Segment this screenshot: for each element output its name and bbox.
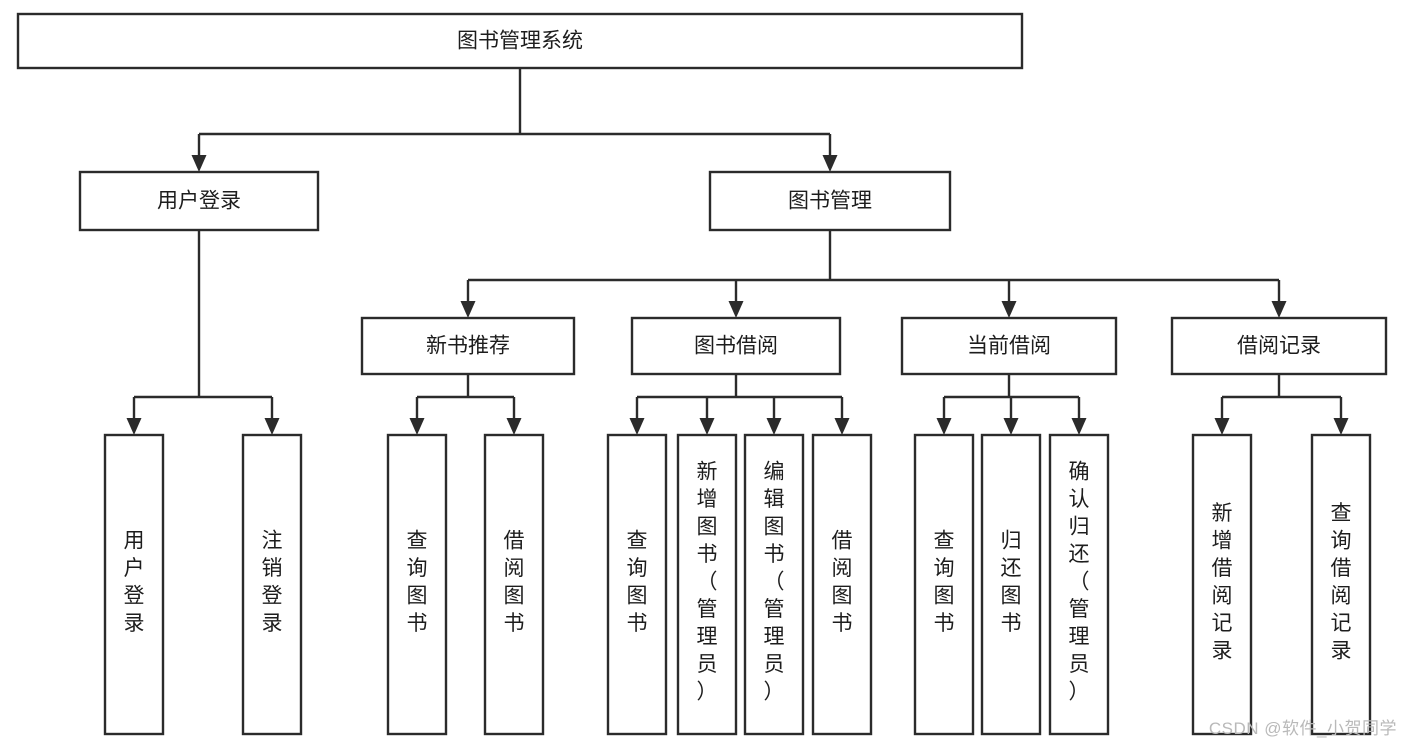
node-label: 新增图书（管理员） xyxy=(697,461,718,704)
node-label: 编辑图书（管理员） xyxy=(764,461,785,704)
node-leaf-current-return[interactable]: 归还图书 xyxy=(980,433,1042,736)
arrow-head-icon xyxy=(191,155,207,172)
node-leaf-borrow-query[interactable]: 查询图书 xyxy=(606,433,668,736)
arrow-head-icon xyxy=(460,301,476,318)
node-leaf-newbook-borrow[interactable]: 借阅图书 xyxy=(483,433,545,736)
node-label: 注销登录 xyxy=(262,529,283,635)
node-box xyxy=(241,433,303,736)
node-box xyxy=(900,316,1118,376)
arrow-head-icon xyxy=(126,418,142,435)
node-leaf-user-login[interactable]: 用户登录 xyxy=(103,433,165,736)
arrow-head-icon xyxy=(409,418,425,435)
node-label: 用户登录 xyxy=(157,190,241,213)
node-box xyxy=(676,433,738,736)
node-leaf-records-add[interactable]: 新增借阅记录 xyxy=(1191,433,1253,736)
node-leaf-newbook-query[interactable]: 查询图书 xyxy=(386,433,448,736)
node-label: 查询借阅记录 xyxy=(1331,502,1352,663)
node-box xyxy=(811,433,873,736)
node-label: 借阅记录 xyxy=(1237,335,1321,358)
node-bookmgmt[interactable]: 图书管理 xyxy=(708,170,952,232)
node-borrow[interactable]: 图书借阅 xyxy=(630,316,842,376)
connectors-layer xyxy=(126,68,1349,435)
node-label: 查询图书 xyxy=(407,529,428,635)
arrow-head-icon xyxy=(1271,301,1287,318)
connector-group-records xyxy=(1214,374,1349,435)
arrow-head-icon xyxy=(264,418,280,435)
node-box xyxy=(78,170,320,232)
arrow-head-icon xyxy=(1333,418,1349,435)
watermark-label: CSDN @软件_小贺同学 xyxy=(1208,719,1397,738)
node-box xyxy=(708,170,952,232)
connector-group-borrow xyxy=(629,374,850,435)
arrow-head-icon xyxy=(1003,418,1019,435)
node-box xyxy=(980,433,1042,736)
node-label: 查询图书 xyxy=(627,529,648,635)
arrow-head-icon xyxy=(629,418,645,435)
node-leaf-borrow-edit[interactable]: 编辑图书（管理员） xyxy=(743,433,805,736)
node-leaf-current-confirm[interactable]: 确认归还（管理员） xyxy=(1048,433,1110,736)
node-leaf-records-query[interactable]: 查询借阅记录 xyxy=(1310,433,1372,736)
node-box xyxy=(913,433,975,736)
node-label: 归还图书 xyxy=(1001,529,1022,635)
node-box xyxy=(1191,433,1253,736)
node-leaf-user-logout[interactable]: 注销登录 xyxy=(241,433,303,736)
connector-group-login xyxy=(126,230,280,435)
arrow-head-icon xyxy=(699,418,715,435)
node-label: 新书推荐 xyxy=(426,335,510,358)
node-box xyxy=(743,433,805,736)
node-box xyxy=(606,433,668,736)
connector-group-newbook xyxy=(409,374,522,435)
node-root[interactable]: 图书管理系统 xyxy=(16,12,1024,70)
node-label: 当前借阅 xyxy=(967,335,1051,358)
node-box xyxy=(386,433,448,736)
arrow-head-icon xyxy=(766,418,782,435)
node-leaf-borrow-add[interactable]: 新增图书（管理员） xyxy=(676,433,738,736)
node-label: 借阅图书 xyxy=(504,529,525,635)
node-login[interactable]: 用户登录 xyxy=(78,170,320,232)
node-box xyxy=(1170,316,1388,376)
node-box xyxy=(360,316,576,376)
arrow-head-icon xyxy=(506,418,522,435)
node-box xyxy=(1310,433,1372,736)
node-box xyxy=(483,433,545,736)
arrow-head-icon xyxy=(1071,418,1087,435)
node-label: 借阅图书 xyxy=(832,529,853,635)
node-label: 新增借阅记录 xyxy=(1212,502,1233,663)
arrow-head-icon xyxy=(1214,418,1230,435)
arrow-head-icon xyxy=(728,301,744,318)
arrow-head-icon xyxy=(822,155,838,172)
node-label: 图书借阅 xyxy=(694,335,778,358)
node-label: 图书管理 xyxy=(788,190,872,213)
node-records[interactable]: 借阅记录 xyxy=(1170,316,1388,376)
connector-group-root xyxy=(191,68,838,172)
arrow-head-icon xyxy=(936,418,952,435)
node-label: 图书管理系统 xyxy=(457,30,583,53)
node-label: 查询图书 xyxy=(934,529,955,635)
connector-group-bookmgmt xyxy=(460,230,1287,318)
node-leaf-current-query[interactable]: 查询图书 xyxy=(913,433,975,736)
node-newbook[interactable]: 新书推荐 xyxy=(360,316,576,376)
node-box xyxy=(630,316,842,376)
node-label: 确认归还（管理员） xyxy=(1069,461,1090,704)
node-box xyxy=(103,433,165,736)
arrow-head-icon xyxy=(834,418,850,435)
connector-group-current xyxy=(936,374,1087,435)
node-label: 用户登录 xyxy=(124,529,145,635)
arrow-head-icon xyxy=(1001,301,1017,318)
node-current[interactable]: 当前借阅 xyxy=(900,316,1118,376)
nodes-layer: 图书管理系统用户登录图书管理新书推荐图书借阅当前借阅借阅记录用户登录注销登录查询… xyxy=(16,12,1388,736)
node-box xyxy=(16,12,1024,70)
node-box xyxy=(1048,433,1110,736)
node-leaf-borrow-do[interactable]: 借阅图书 xyxy=(811,433,873,736)
